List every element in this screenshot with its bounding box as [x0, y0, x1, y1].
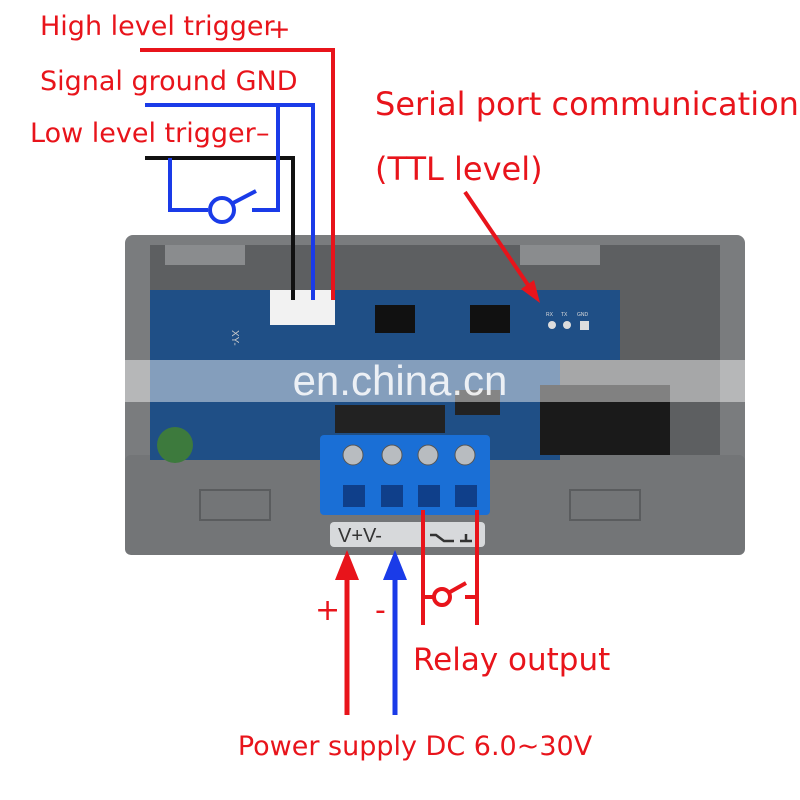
- serial-label-line1: Serial port communication: [375, 85, 799, 123]
- power-wires: [335, 550, 407, 715]
- power-plus-arrow-icon: [335, 550, 359, 580]
- serial-arrow: [463, 190, 530, 287]
- serial-label-line2: (TTL level): [375, 150, 543, 188]
- watermark-band: [125, 360, 745, 402]
- pin-label-tx: TX: [561, 312, 568, 318]
- pcb-marking: XY-: [229, 330, 240, 346]
- signal-wires: [140, 48, 335, 300]
- serial-arrow-head-icon: [521, 280, 540, 303]
- low-trigger-label: Low level trigger: [30, 118, 257, 149]
- relay-wires: [421, 510, 479, 625]
- serial-port-pins: RX TX GND: [546, 312, 589, 330]
- minus-label: -: [375, 593, 386, 628]
- watermark: en.china.cn: [293, 357, 508, 404]
- terminal-block: [320, 435, 490, 515]
- pcb-board: RX TX GND XY-: [150, 290, 670, 463]
- gnd-wire: [145, 103, 315, 300]
- pin-label-gnd: GND: [577, 312, 589, 318]
- signal-connector: [270, 290, 335, 325]
- terminal-label: V+V-: [338, 525, 382, 547]
- high-trigger-wire: [140, 48, 335, 300]
- trigger-switch-icon: [208, 196, 236, 224]
- relay-output-label: Relay output: [413, 642, 610, 678]
- relay: [540, 385, 670, 455]
- signal-gnd-label: Signal ground GND: [40, 66, 298, 97]
- high-trigger-label: High level trigger: [40, 11, 276, 42]
- relay-symbol-icon: [430, 533, 472, 543]
- high-trigger-sign: +: [268, 14, 291, 45]
- power-supply-label: Power supply DC 6.0~30V: [238, 731, 593, 762]
- low-trigger-wire: [145, 156, 295, 300]
- power-minus-arrow-icon: [383, 550, 407, 580]
- relay-switch-icon: [432, 587, 452, 607]
- plus-label: +: [315, 593, 340, 628]
- low-trigger-sign: –: [256, 118, 270, 149]
- pin-label-rx: RX: [546, 312, 554, 318]
